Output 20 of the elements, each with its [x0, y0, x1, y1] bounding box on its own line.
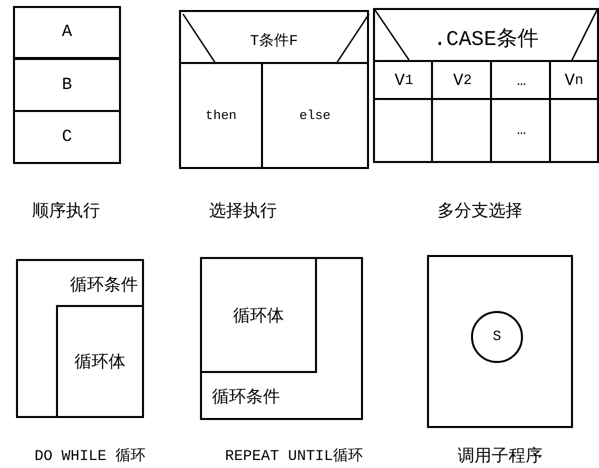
loop-condition-text: 循环条件 — [212, 388, 280, 408]
condition-header: .CASE条件 — [373, 8, 599, 62]
loop-body-box: 循环体 — [200, 257, 317, 373]
case-box — [373, 8, 599, 163]
loop-box — [16, 259, 144, 418]
node-label: 顺序执行 — [32, 200, 100, 222]
branch-cell — [431, 98, 492, 161]
subroutine-circle: S — [471, 311, 523, 363]
node-label: DO WHILE 循环 — [34, 446, 146, 464]
node-label: 调用子程序 — [458, 446, 542, 466]
loop-condition-text: 循环条件 — [70, 276, 138, 296]
branch-cell — [549, 98, 597, 161]
loop-box — [200, 257, 363, 420]
subroutine-box — [427, 255, 573, 428]
sequence-box — [13, 6, 121, 164]
loop-body-box: 循环体 — [56, 305, 144, 418]
selection-box — [179, 10, 369, 169]
node-label: REPEAT UNTIL循环 — [225, 446, 364, 464]
node-label: 多分支选择 — [438, 201, 522, 222]
node-label: 选择执行 — [209, 201, 277, 222]
